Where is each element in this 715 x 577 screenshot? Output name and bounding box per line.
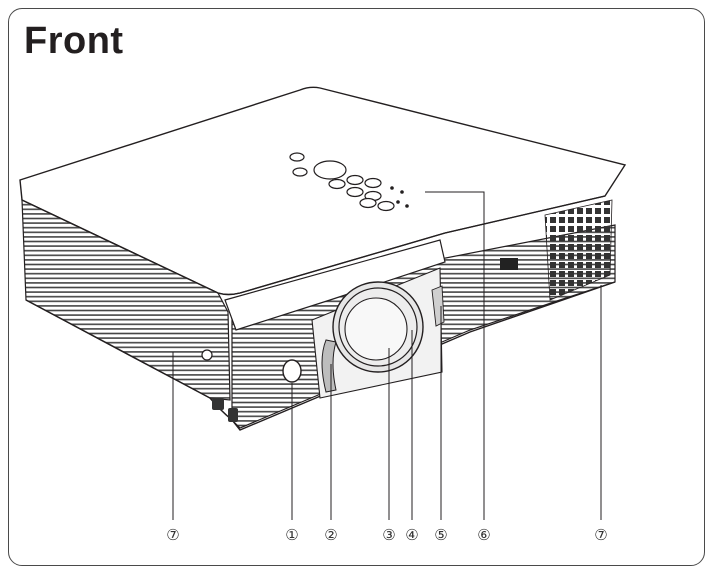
callout-7-right: ⑦ [594,526,607,544]
control-button [292,167,308,177]
callout-2: ② [324,526,337,544]
callout-3: ③ [382,526,395,544]
infrared-remote-receiver [282,359,302,383]
control-button [346,174,364,186]
indicator-dot [396,200,400,204]
leader-lines [172,191,602,520]
right-side-vents [544,199,613,301]
callout-7-left: ⑦ [166,526,179,544]
control-button [359,197,377,209]
left-side-port [201,349,213,361]
control-button [313,160,347,180]
callout-4: ④ [405,526,418,544]
top-controls [289,152,409,212]
control-button [364,177,382,189]
control-button [377,200,395,212]
callout-5: ⑤ [434,526,447,544]
callout-6: ⑥ [477,526,490,544]
indicator-dot [400,190,404,194]
indicator-dot [390,186,394,190]
lens [344,297,408,361]
indicator-dot [405,204,409,208]
zoom-lever [321,339,337,393]
page-title: Front [24,20,124,62]
front-bevel [224,239,446,331]
control-button [289,152,305,162]
callout-1: ① [285,526,298,544]
control-button [328,178,346,190]
control-button [346,186,364,198]
